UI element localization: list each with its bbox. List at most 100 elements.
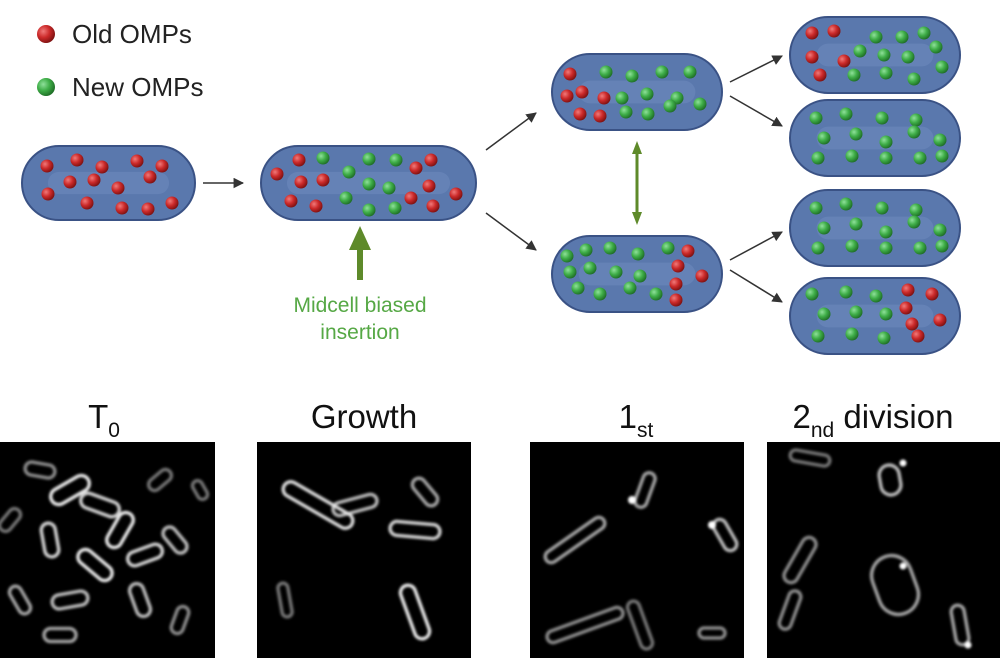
- new-omp-dot: [615, 91, 629, 105]
- old-omp-dot: [899, 301, 913, 315]
- cell-gd-3: [789, 189, 961, 267]
- bacterium-t0: [42, 626, 78, 644]
- old-omp-dot: [695, 269, 709, 283]
- new-omp-dot: [917, 26, 931, 40]
- bacterium-t0: [125, 542, 165, 568]
- new-omp-dot: [663, 99, 677, 113]
- old-omp-dot: [143, 170, 157, 184]
- bacterium-t0: [146, 467, 174, 493]
- new-omp-dot: [877, 48, 891, 62]
- new-omp-dot: [875, 111, 889, 125]
- old-omp-dot: [63, 175, 77, 189]
- bacterium-first-division: [697, 626, 727, 640]
- insertion-arrow-icon: [349, 226, 371, 280]
- bacterium-t0: [7, 584, 33, 616]
- new-omp-dot: [845, 149, 859, 163]
- old-omp-dot: [292, 153, 306, 167]
- new-omp-dot: [805, 287, 819, 301]
- old-omp-dot: [563, 67, 577, 81]
- old-omp-dot: [905, 317, 919, 331]
- microscopy-panels: [0, 442, 1000, 658]
- new-omp-dot: [599, 65, 613, 79]
- bacterium-second-division: [869, 553, 921, 617]
- new-omp-dot: [847, 68, 861, 82]
- old-omp-dot: [805, 50, 819, 64]
- old-omp-dot: [575, 85, 589, 99]
- bacterium-growth: [388, 519, 442, 541]
- new-omp-dot: [563, 265, 577, 279]
- old-omp-dot: [41, 187, 55, 201]
- bacterium-growth: [398, 583, 432, 641]
- cell-growth: [260, 145, 477, 221]
- bacterium-t0: [76, 547, 114, 583]
- old-omp-dot: [87, 173, 101, 187]
- new-omp-dot: [389, 153, 403, 167]
- new-omp-dot: [879, 241, 893, 255]
- annotation-line-2: insertion: [320, 321, 399, 344]
- old-omp-dot: [141, 202, 155, 216]
- new-omp-dot: [817, 131, 831, 145]
- new-omp-dot: [362, 203, 376, 217]
- bacterium-t0: [0, 506, 23, 534]
- bacterium-t0: [169, 604, 191, 636]
- micrograph-first-division: [530, 442, 744, 658]
- new-omp-dot: [342, 165, 356, 179]
- new-omp-dot: [933, 133, 947, 147]
- micrograph-second-division: [767, 442, 1000, 658]
- old-omp-dot: [424, 153, 438, 167]
- new-omp-dot: [649, 287, 663, 301]
- new-omp-dot: [811, 151, 825, 165]
- old-omp-dot: [813, 68, 827, 82]
- new-omp-dot: [661, 241, 675, 255]
- bacterium-first-division: [543, 515, 607, 565]
- new-omp-dot: [693, 97, 707, 111]
- new-omp-dot: [817, 307, 831, 321]
- legend-old-omps: Old OMPs: [72, 19, 192, 49]
- new-omp-dot: [809, 201, 823, 215]
- cell-daughter-bottom: [551, 235, 723, 313]
- micrograph-t0: [0, 442, 215, 658]
- old-omp-dot: [40, 159, 54, 173]
- new-omp-dot: [909, 203, 923, 217]
- new-omp-dot: [579, 243, 593, 257]
- old-omp-dot: [805, 26, 819, 40]
- new-omp-dot: [875, 201, 889, 215]
- old-omp-dot: [573, 107, 587, 121]
- bacterium-first-division: [625, 599, 655, 651]
- old-omp-dot: [409, 161, 423, 175]
- new-omp-dot: [935, 149, 949, 163]
- new-omp-dot: [339, 191, 353, 205]
- legend: Old OMPs New OMPs: [37, 19, 203, 102]
- bacterium-second-division: [949, 603, 971, 647]
- fluorescent-spot: [964, 641, 972, 649]
- annotation-line-1: Midcell biased: [293, 294, 426, 317]
- new-omp-dot: [879, 151, 893, 165]
- bacterium-t0: [190, 478, 210, 502]
- cell-gd-4: [789, 277, 961, 355]
- new-omp-dot: [641, 107, 655, 121]
- new-omp-dot: [913, 241, 927, 255]
- bacterium-second-division: [782, 535, 818, 585]
- new-omp-dot: [877, 331, 891, 345]
- fluorescent-spot: [628, 496, 636, 504]
- new-omp-dot: [839, 197, 853, 211]
- new-omp-dot: [909, 113, 923, 127]
- old-omp-dot: [111, 181, 125, 195]
- cell-gd-2: [789, 99, 961, 177]
- old-omp-dot: [95, 160, 109, 174]
- new-omp-dot: [879, 225, 893, 239]
- new-omp-dot: [809, 111, 823, 125]
- panel-label-t0: T0: [88, 398, 120, 442]
- panel-label-first-division: 1st: [619, 398, 654, 442]
- bacterium-t0: [161, 525, 189, 555]
- new-omp-dot: [625, 69, 639, 83]
- legend-new-omps: New OMPs: [72, 72, 203, 102]
- new-omp-dot: [316, 151, 330, 165]
- new-omp-dot: [560, 249, 574, 263]
- new-omp-dot: [583, 261, 597, 275]
- old-omp-dot: [669, 277, 683, 291]
- old-omp-dot: [560, 89, 574, 103]
- old-omp-dot: [130, 154, 144, 168]
- fluorescent-spot: [899, 459, 907, 467]
